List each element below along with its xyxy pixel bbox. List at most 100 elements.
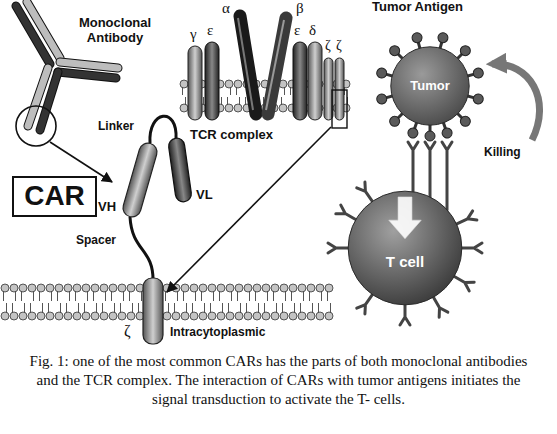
lipid-head	[234, 104, 242, 112]
lipid-head	[19, 284, 27, 292]
highlight-box	[332, 90, 347, 128]
lipid-head	[73, 284, 81, 292]
antibody-chain	[60, 62, 118, 68]
lipid-head	[316, 312, 324, 320]
antigen-head	[458, 44, 472, 58]
lipid-head	[109, 312, 117, 320]
lipid-head	[307, 284, 315, 292]
lipid-head	[262, 312, 270, 320]
lipid-head	[217, 312, 225, 320]
lipid-head	[163, 312, 171, 320]
lipid-head	[225, 80, 233, 88]
antibody-chain	[58, 72, 116, 78]
part-label: Linker	[98, 120, 134, 134]
lipid-head	[217, 284, 225, 292]
lipid-head	[91, 312, 99, 320]
region-label: Intracytoplasmic	[170, 326, 265, 340]
cell-body	[348, 191, 462, 305]
lipid-head	[181, 312, 189, 320]
antibody-chain	[58, 72, 116, 78]
part-label: Spacer	[76, 234, 116, 248]
gamma-chain	[188, 46, 202, 120]
node-text: Tumor	[410, 79, 449, 93]
lipid-head	[180, 80, 188, 88]
lipid-head	[127, 312, 135, 320]
lipid-head	[64, 312, 72, 320]
lipid-head	[100, 312, 108, 320]
chain-label: β	[296, 0, 304, 17]
lipid-head	[190, 284, 198, 292]
chain-label: α	[222, 0, 230, 17]
lipid-head	[37, 284, 45, 292]
chain-label: γ	[190, 26, 197, 43]
lipid-head	[91, 284, 99, 292]
lipid-head	[226, 284, 234, 292]
lipid-head	[73, 312, 81, 320]
car-box: CAR	[12, 176, 97, 217]
lipid-head	[1, 312, 9, 320]
lipid-head	[181, 284, 189, 292]
antigen-head	[411, 32, 423, 44]
lipid-head	[235, 284, 243, 292]
antibody-label: Monoclonal Antibody	[70, 16, 160, 46]
lipid-head	[28, 284, 36, 292]
lipid-head	[208, 312, 216, 320]
action-label: Killing	[484, 146, 521, 160]
lipid-head	[289, 284, 297, 292]
lipid-head	[118, 312, 126, 320]
car-receptor	[425, 142, 435, 198]
antigen-head	[388, 44, 402, 58]
lipid-head	[325, 312, 333, 320]
lipid-head	[100, 284, 108, 292]
complex-label: TCR complex	[190, 128, 273, 143]
antibody-chain	[60, 62, 118, 68]
chain-label: ε	[207, 22, 213, 39]
cell-outline	[347, 190, 463, 306]
lipid-head	[82, 312, 90, 320]
antigen-head	[458, 114, 472, 128]
lipid-head	[225, 104, 233, 112]
epsilon-chain	[205, 42, 219, 120]
highlight-circle	[16, 106, 56, 146]
lipid-head	[10, 284, 18, 292]
chain-label: ζ	[124, 322, 131, 340]
car-receptor	[408, 142, 418, 193]
lipid-head	[180, 104, 188, 112]
vh-domain	[121, 141, 159, 219]
spacer-line	[130, 217, 153, 282]
alpha-chain	[240, 16, 256, 114]
lipid-head	[253, 312, 261, 320]
chain-label: ζ	[336, 38, 342, 54]
figure-caption: Fig. 1: one of the most common CARs has …	[18, 352, 539, 409]
lipid-head	[1, 284, 9, 292]
car-receptor	[400, 304, 410, 325]
chain-label: δ	[309, 22, 316, 39]
lipid-head	[10, 312, 18, 320]
lipid-head	[55, 284, 63, 292]
antigen-head	[376, 93, 388, 105]
lipid-head	[28, 312, 36, 320]
pointer-arrow	[167, 127, 331, 292]
beta-chain	[266, 20, 284, 110]
lipid-head	[279, 104, 287, 112]
lipid-head	[280, 284, 288, 292]
vl-domain	[168, 137, 193, 203]
lipid-head	[234, 80, 242, 88]
car-receptor	[461, 243, 482, 253]
antigen-head	[376, 67, 388, 79]
antibody-chain	[27, 2, 60, 58]
domain-label: VH	[98, 200, 116, 215]
t-cell: T cell	[347, 190, 463, 306]
antigen-head	[472, 93, 484, 105]
lipid-bilayer	[1, 284, 333, 320]
lipid-head	[280, 312, 288, 320]
car-figure	[1, 116, 333, 344]
domain-label: VL	[196, 188, 213, 203]
node-text: T cell	[386, 254, 424, 271]
lipid-head	[127, 284, 135, 292]
antigen-head	[406, 127, 419, 140]
lipid-head	[235, 312, 243, 320]
car-receptor	[442, 142, 452, 210]
lipid-head	[244, 312, 252, 320]
